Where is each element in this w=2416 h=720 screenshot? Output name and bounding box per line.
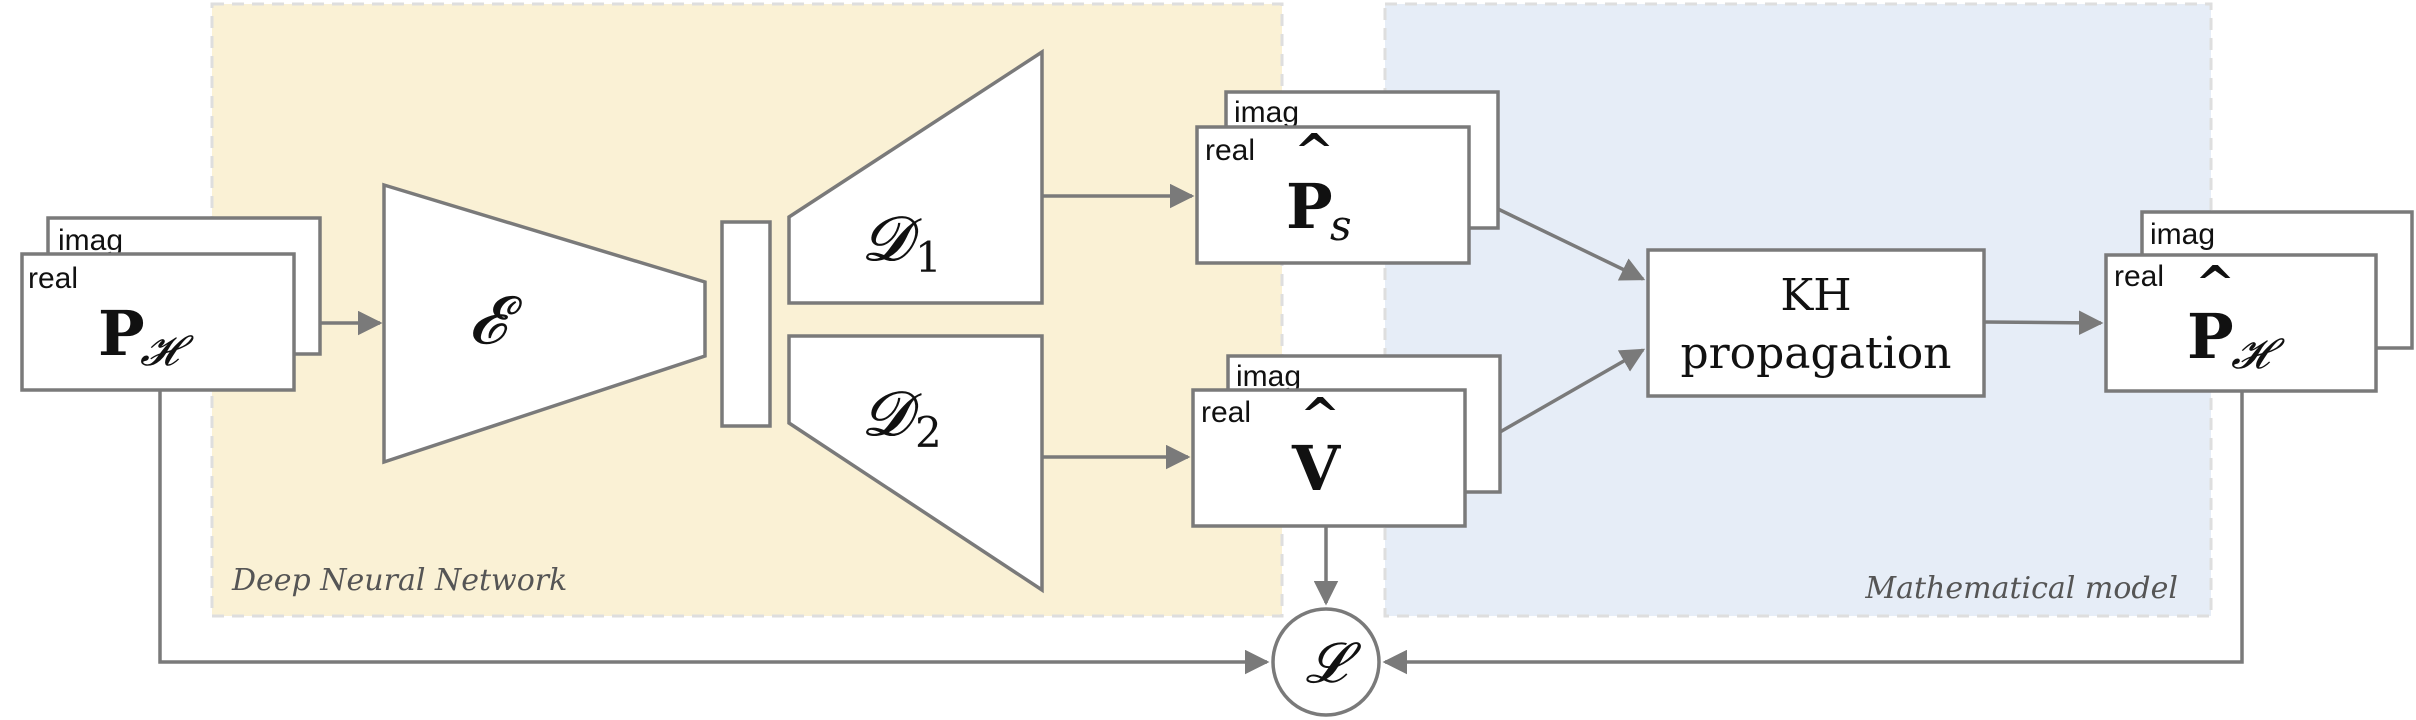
decoder2-shape <box>787 334 1044 594</box>
kh-node: KH propagation <box>1646 248 1986 398</box>
output-hat: ^ <box>2195 256 2235 312</box>
input-node: imag real P 𝓗 <box>20 216 322 392</box>
v-symbol: V <box>1291 432 1341 505</box>
loss-node: 𝓛 <box>1271 607 1381 717</box>
dnn-region-label: Deep Neural Network <box>231 563 567 598</box>
edge-ps-to-kh <box>1497 207 1646 281</box>
encoder-shape <box>382 182 707 465</box>
ps-symbol: P <box>1286 170 1333 243</box>
kh-line2: propagation <box>1680 328 1951 379</box>
encoder-node: 𝓔 <box>382 182 707 465</box>
ps-node: imag real ^ P s <box>1195 90 1500 265</box>
v-node: imag real ^ V <box>1191 354 1502 528</box>
edge-input-to-loss <box>158 390 1270 675</box>
input-real-label: real <box>28 262 78 295</box>
output-real-box <box>2104 253 2378 393</box>
input-symbol: P <box>98 297 145 370</box>
ps-real-box <box>1195 125 1471 265</box>
ps-imag-label: imag <box>1234 96 1299 129</box>
edge-kh-to-output <box>1983 310 2104 336</box>
math-region-label: Mathematical model <box>1864 571 2178 606</box>
output-node: imag real ^ P 𝓗 <box>2104 210 2414 393</box>
v-imag-label: imag <box>1236 360 1301 393</box>
kh-line1: KH <box>1780 270 1851 321</box>
decoder1-subscript: 1 <box>915 233 942 282</box>
v-real-label: real <box>1201 396 1251 429</box>
edge-output-to-loss <box>1382 391 2244 675</box>
latent-bar <box>720 220 772 428</box>
output-symbol: P <box>2187 300 2234 373</box>
decoder1-shape <box>787 48 1044 305</box>
output-imag-label: imag <box>2150 218 2215 251</box>
kh-box <box>1646 248 1986 398</box>
ps-subscript: s <box>1330 201 1352 250</box>
ps-real-label: real <box>1205 134 1255 167</box>
v-hat: ^ <box>1300 388 1340 444</box>
loss-circle <box>1271 607 1381 717</box>
v-real-box <box>1191 388 1467 528</box>
input-real-box <box>20 252 296 392</box>
edge-v-to-kh <box>1499 348 1646 434</box>
decoder2-subscript: 2 <box>915 408 942 457</box>
input-imag-label: imag <box>58 224 123 257</box>
decoder1-node: 𝓓 1 <box>787 48 1044 305</box>
decoder2-node: 𝓓 2 <box>787 334 1044 594</box>
ps-hat: ^ <box>1294 124 1334 180</box>
output-real-label: real <box>2114 260 2164 293</box>
